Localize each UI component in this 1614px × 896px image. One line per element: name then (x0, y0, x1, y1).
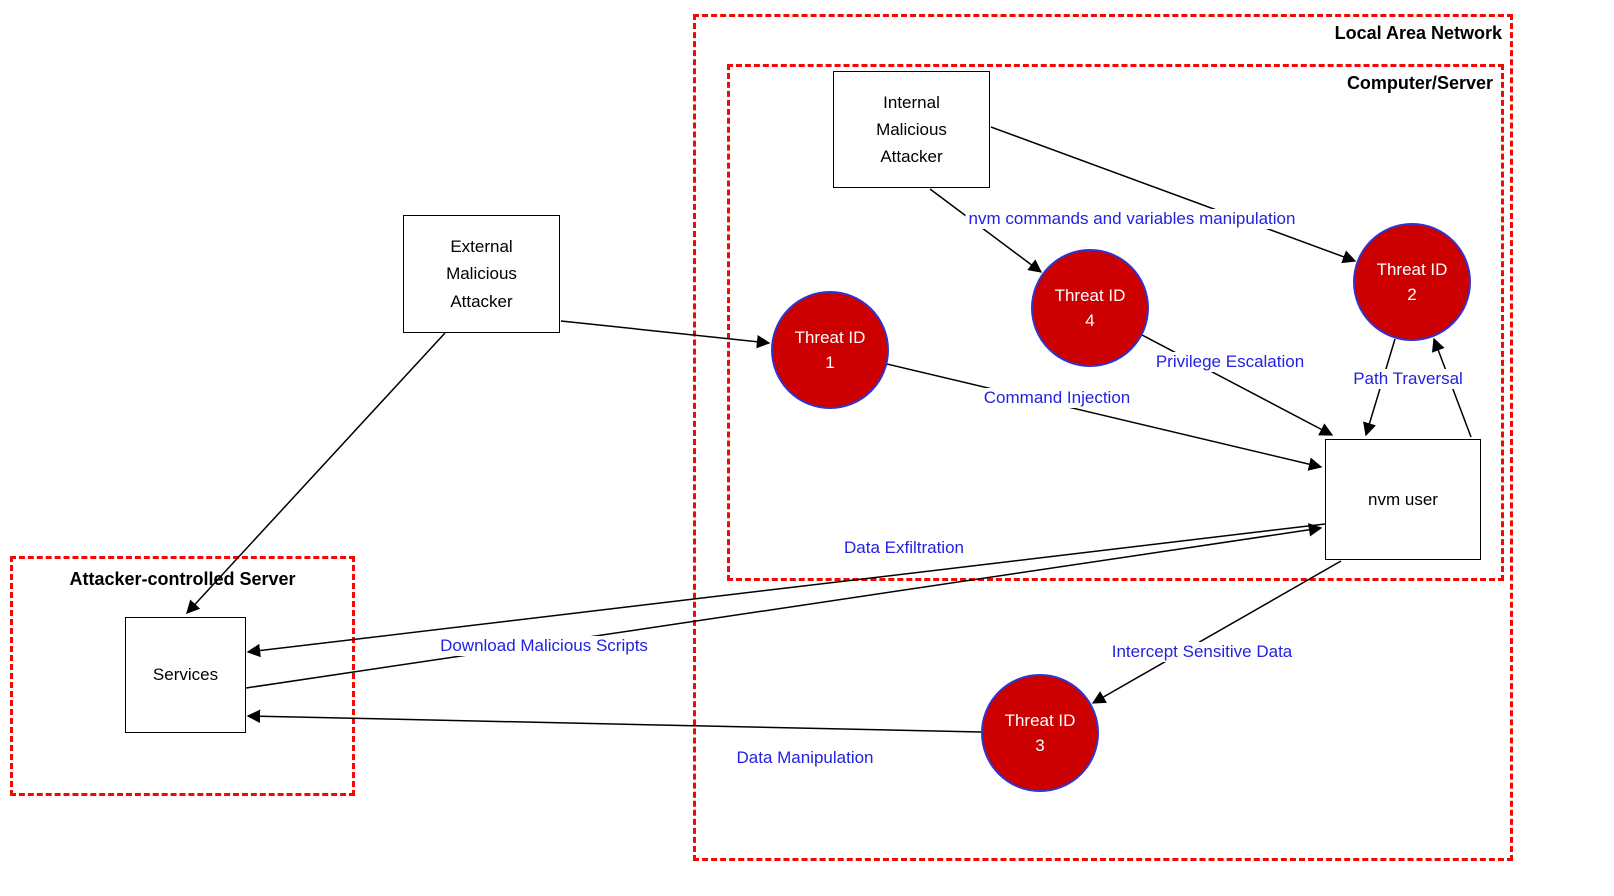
lan-boundary-label: Local Area Network (1334, 23, 1502, 43)
node-label-line: Malicious (876, 119, 947, 139)
threat-node-1: Threat ID 1 (771, 291, 889, 409)
threat-title: Threat ID (1054, 285, 1126, 305)
node-internal-malicious-attacker: Internal Malicious Attacker (833, 71, 990, 188)
flow-arrow-intercept-sensitive-data (1091, 560, 1342, 704)
flow-arrow-download-malicious-scripts (245, 523, 1323, 689)
attacker-server-boundary: Attacker-controlled Server (10, 556, 355, 796)
threat-number: 1 (825, 353, 835, 372)
flow-arrow-data-exfiltration (246, 523, 1326, 658)
lan-boundary: Local Area Network (693, 14, 1513, 861)
flow-label-privilege-escalation: Privilege Escalation (1152, 352, 1308, 372)
threat-number: 3 (1035, 736, 1045, 755)
threat-node-4: Threat ID 4 (1031, 249, 1149, 367)
flow-label-command-injection: Command Injection (980, 388, 1134, 408)
threat-node-2: Threat ID 2 (1353, 223, 1471, 341)
flow-arrow-command-injection (886, 363, 1323, 471)
node-label-line: Attacker (450, 291, 513, 311)
node-external-malicious-attacker: External Malicious Attacker (403, 215, 560, 333)
node-label: nvm user (1368, 489, 1438, 509)
threat-title: Threat ID (1376, 259, 1448, 279)
attacker-server-boundary-label: Attacker-controlled Server (69, 569, 296, 589)
flow-arrow-external-attacker-to-threat-1 (560, 320, 771, 349)
computer-server-boundary-label: Computer/Server (1346, 73, 1493, 93)
node-label-line: Malicious (446, 264, 517, 284)
flow-label-data-exfiltration: Data Exfiltration (841, 538, 967, 558)
threat-title: Threat ID (794, 327, 866, 347)
flow-label-path-traversal: Path Traversal (1350, 369, 1466, 389)
node-label-line: Internal (883, 92, 940, 112)
flow-label-download-malicious-scripts: Download Malicious Scripts (437, 636, 651, 656)
threat-number: 2 (1407, 285, 1417, 304)
flow-arrow-internal-attacker-to-threat-2 (990, 126, 1357, 264)
flow-label-data-manipulation: Data Manipulation (733, 748, 877, 768)
flow-label-nvm-commands: nvm commands and variables manipulation (965, 209, 1299, 229)
node-label-line: External (450, 237, 513, 257)
flow-arrow-privilege-escalation (1141, 334, 1334, 436)
node-label: Services (152, 665, 219, 685)
flow-arrow-external-attacker-to-services (186, 332, 446, 614)
node-services: Services (125, 617, 246, 733)
node-nvm-user: nvm user (1325, 439, 1481, 560)
flow-arrow-internal-attacker-to-threat-4 (929, 188, 1043, 273)
computer-server-boundary: Computer/Server (727, 64, 1504, 581)
threat-node-3: Threat ID 3 (981, 674, 1099, 792)
threat-number: 4 (1085, 311, 1095, 330)
flow-arrow-data-manipulation (246, 709, 982, 733)
threat-title: Threat ID (1004, 710, 1076, 730)
flow-label-intercept-sensitive-data: Intercept Sensitive Data (1108, 642, 1296, 662)
node-label-line: Attacker (880, 147, 943, 167)
